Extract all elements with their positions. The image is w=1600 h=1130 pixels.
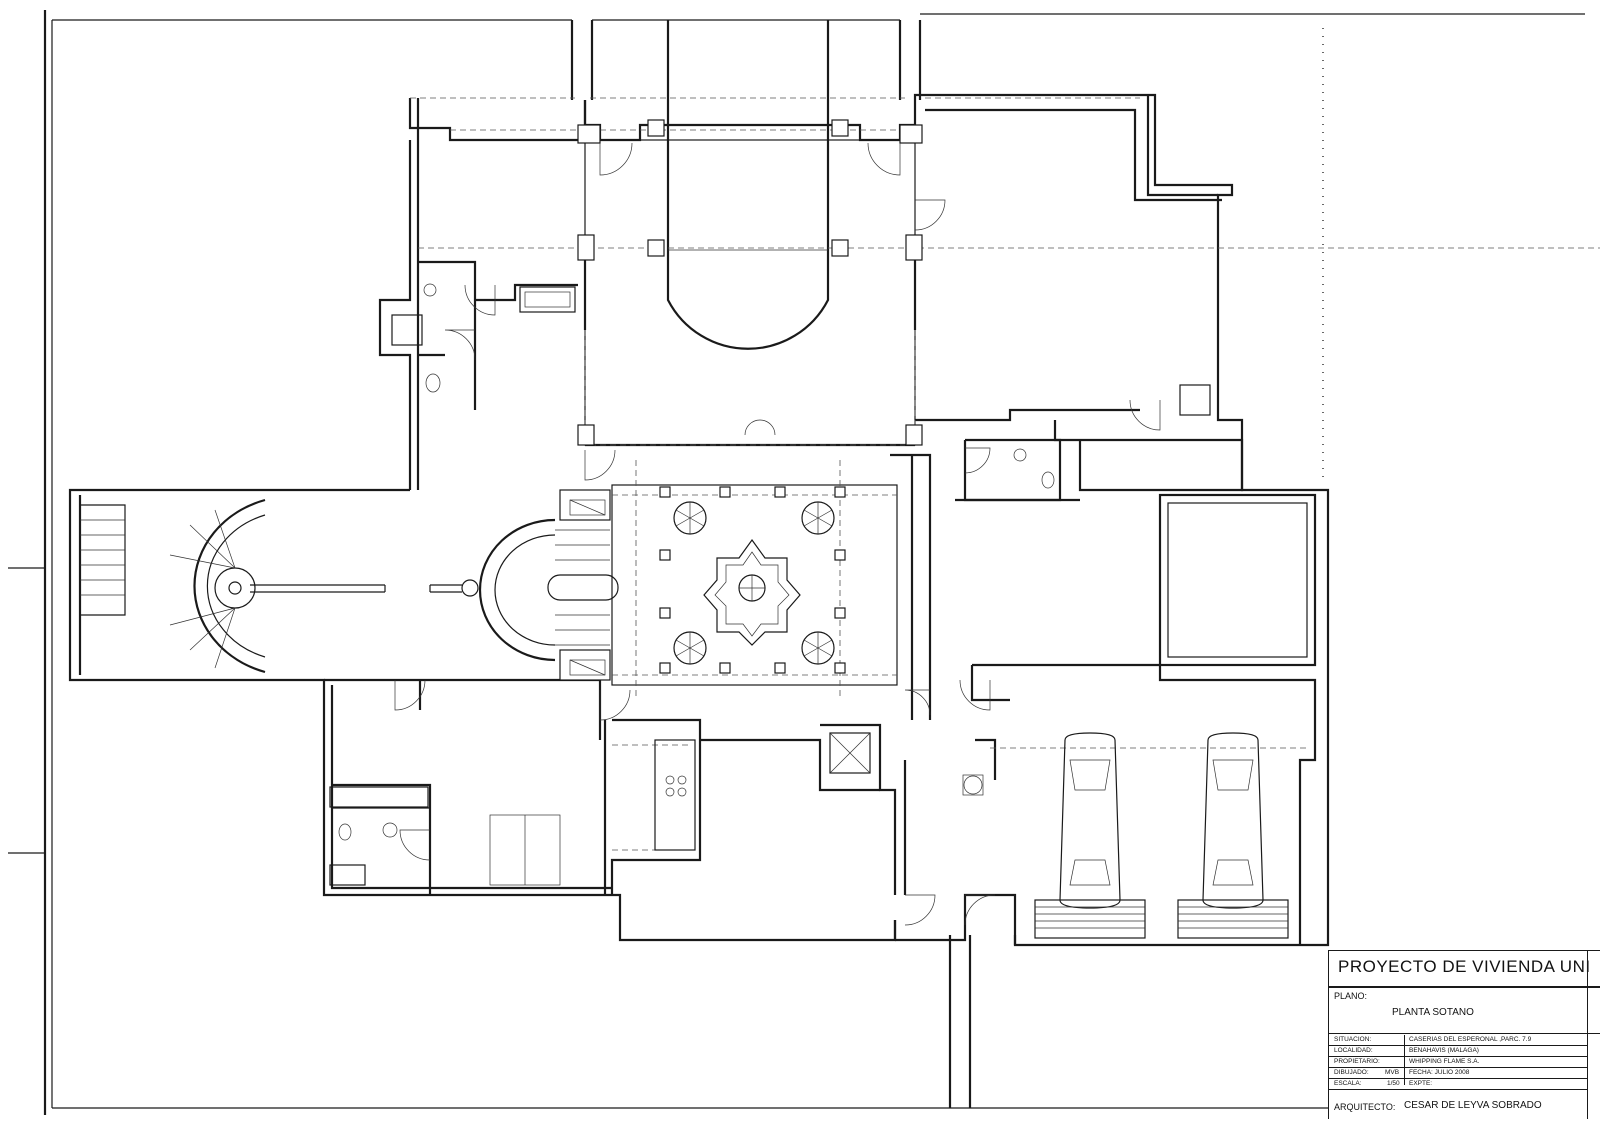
architect-name: CESAR DE LEYVA SOBRADO	[1404, 1100, 1542, 1111]
info-table: SITUACION: CASERIAS DEL ESPERONAL ,PARC.…	[1329, 1035, 1587, 1090]
divider	[1329, 1033, 1600, 1034]
fixtures	[329, 283, 1211, 886]
plano-label: PLANO:	[1334, 991, 1368, 1001]
architect-label: ARQUITECTO:	[1334, 1102, 1396, 1112]
info-row-propietario: PROPIETARIO: WHIPPING FLAME S.A.	[1329, 1057, 1587, 1068]
escala-label: ESCALA:	[1334, 1080, 1362, 1087]
title-block: PROYECTO DE VIVIENDA UNI PLANO: PLANTA S…	[1328, 950, 1600, 1119]
situacion-label: SITUACION:	[1334, 1036, 1372, 1043]
column-divider	[1404, 1035, 1405, 1085]
dashed-lines	[410, 97, 1600, 851]
escala-mid: 1/50	[1387, 1080, 1400, 1087]
sheet-border	[8, 10, 1585, 1115]
propietario-label: PROPIETARIO:	[1334, 1058, 1380, 1065]
localidad-label: LOCALIDAD:	[1334, 1047, 1373, 1054]
fecha-value: FECHA: JULIO 2008	[1409, 1069, 1470, 1076]
doors	[394, 142, 1161, 926]
situacion-value: CASERIAS DEL ESPERONAL ,PARC. 7.9	[1409, 1036, 1532, 1043]
plano-value: PLANTA SOTANO	[1392, 1007, 1474, 1018]
planters	[673, 501, 835, 665]
car-right	[1177, 732, 1289, 939]
localidad-value: BENAHAVIS (MALAGA)	[1409, 1047, 1479, 1054]
site-lines	[570, 20, 972, 1108]
info-row-situacion: SITUACION: CASERIAS DEL ESPERONAL ,PARC.…	[1329, 1035, 1587, 1046]
propietario-value: WHIPPING FLAME S.A.	[1409, 1058, 1480, 1065]
project-title: PROYECTO DE VIVIENDA UNI	[1338, 957, 1591, 976]
star-floor-ornament	[703, 538, 801, 646]
dibujado-mid: MVB	[1385, 1069, 1400, 1076]
expte-value: EXPTE:	[1409, 1080, 1433, 1087]
car-left	[1034, 732, 1146, 939]
spiral-stair-left	[80, 498, 386, 674]
spiral-stair-right	[429, 518, 619, 662]
info-row-localidad: LOCALIDAD: BENAHAVIS (MALAGA)	[1329, 1046, 1587, 1057]
info-row-dibujado: DIBUJADO: MVB FECHA: JULIO 2008	[1329, 1068, 1587, 1079]
info-row-escala: ESCALA: 1/50 EXPTE:	[1329, 1079, 1587, 1090]
interior-walls	[324, 139, 1317, 945]
title-block-right-edge	[1587, 951, 1588, 1119]
divider	[1329, 986, 1600, 988]
central-apse	[666, 20, 830, 350]
dibujado-label: DIBUJADO:	[1334, 1069, 1369, 1076]
